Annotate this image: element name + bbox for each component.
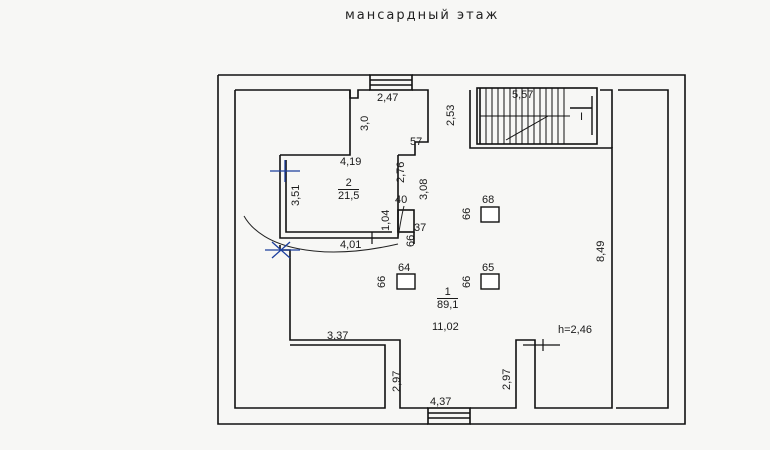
right-inner-wall	[600, 89, 669, 409]
room-2-area: 21,5	[338, 190, 360, 202]
dim-bottom-window: 4,37	[430, 396, 452, 408]
dim-bath-width: 4,19	[340, 156, 362, 168]
column-68-label: 68	[482, 194, 495, 206]
dim-small-width: 37	[414, 222, 427, 234]
dim-small-jog: 40	[395, 194, 408, 206]
room-2-number: 2	[338, 178, 360, 190]
door-arc	[243, 215, 399, 253]
dim-hall-height: 8,49	[595, 240, 607, 262]
dim-bath-inner-height: 2,76	[395, 161, 407, 183]
column-65-side: 66	[461, 275, 473, 288]
top-window	[369, 74, 413, 91]
bathroom-partition	[279, 90, 399, 239]
plan-title: мансардный этаж	[345, 8, 500, 23]
column-65-label: 65	[482, 262, 495, 274]
room-1-area: 89,1	[437, 299, 459, 311]
dim-stair-width: 5,57	[512, 89, 534, 101]
niche	[397, 209, 415, 233]
dim-small-height: 1,04	[380, 209, 392, 231]
dim-bath-height: 3,51	[290, 184, 302, 206]
column-64-side: 66	[376, 275, 388, 288]
dim-top-window: 2,47	[377, 92, 399, 104]
dim-lower-left-height: 2,97	[391, 370, 403, 392]
dim-lower-left-width: 3,37	[327, 330, 349, 342]
column-65	[480, 273, 500, 290]
dim-small-depth: 66	[405, 234, 417, 247]
dim-bath-left-height: 3,0	[359, 115, 371, 131]
column-64-label: 64	[398, 262, 411, 274]
column-64	[396, 273, 416, 290]
stair	[476, 87, 598, 145]
outer-wall	[217, 74, 686, 425]
room-1-number: 1	[437, 287, 459, 299]
dim-corridor-depth: 2,53	[445, 104, 457, 126]
dim-lower-right-height: 2,97	[501, 368, 513, 390]
room-1-label: 1 89,1	[437, 287, 459, 311]
stair-treads	[480, 88, 593, 144]
room-2-label: 2 21,5	[338, 178, 360, 202]
column-68-side: 66	[461, 207, 473, 220]
stair-marker: I	[580, 111, 584, 123]
inner-wall	[234, 89, 613, 409]
dim-bath-right-height: 3,08	[418, 178, 430, 200]
dim-bath-jog: 57	[410, 136, 423, 148]
dim-hall-width: 11,02	[432, 321, 459, 333]
dim-bath-bottom-width: 4,01	[340, 239, 362, 251]
column-68	[480, 206, 500, 223]
bottom-window	[427, 407, 471, 425]
ceiling-height-note: h=2,46	[558, 324, 592, 336]
